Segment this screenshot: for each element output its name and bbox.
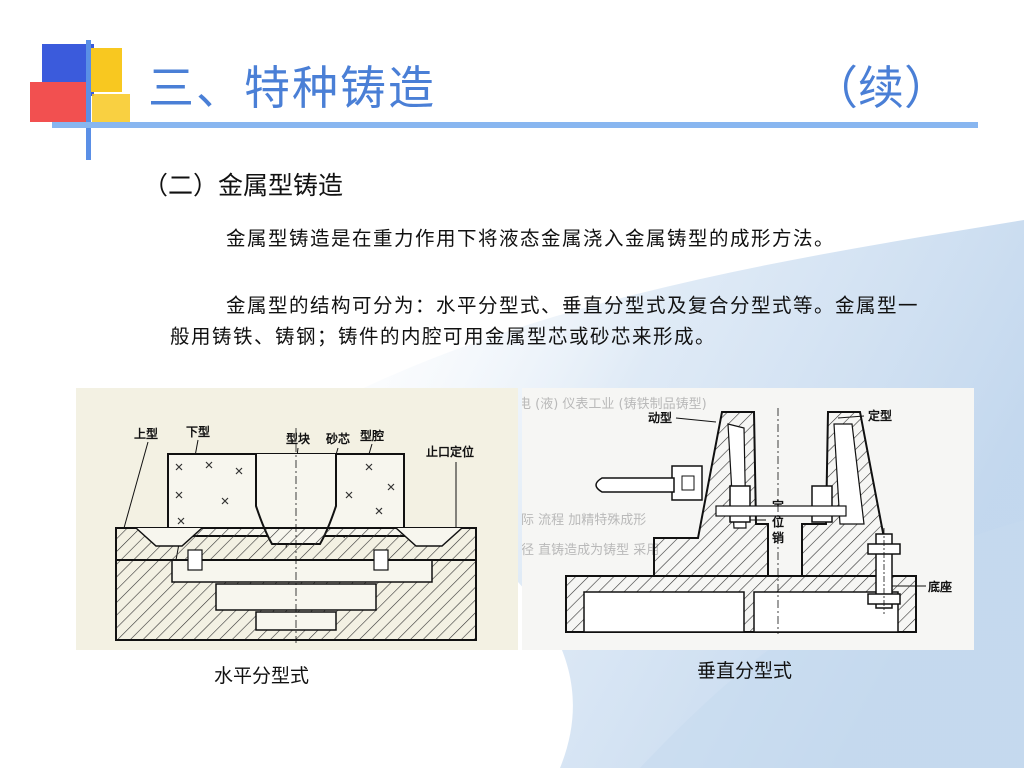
svg-text:合际 流程 加精特殊成形: 合际 流程 加精特殊成形 [522,513,646,528]
figure-vertical-parting: 电 (液) 仪表工业 (铸铁制品铸型) 合际 流程 加精特殊成形 缩径 直铸造成… [522,388,974,650]
title-continued: （续） [812,61,950,115]
label-spigot-locator: 止口定位 [426,444,474,459]
label-mold-cavity: 型腔 [360,428,384,443]
label-moving-mold: 动型 [648,410,672,425]
section-heading: （二）金属型铸造 [143,171,344,200]
svg-text:电 (液) 仪表工业 (铸铁制品铸型): 电 (液) 仪表工业 (铸铁制品铸型) [522,396,707,412]
svg-text:缩径 直铸造成为铸型 采用: 缩径 直铸造成为铸型 采用 [522,542,659,558]
label-base: 底座 [928,579,952,594]
label-sand-core: 砂芯 [325,431,350,446]
paragraph-structure: 金属型的结构可分为：水平分型式、垂直分型式及复合分型式等。金属型一般用铸铁、铸钢… [170,294,920,348]
paragraph-definition: 金属型铸造是在重力作用下将液态金属浇入金属铸型的成形方法。 [226,227,836,250]
corner-decoration [30,40,140,160]
caption-horizontal-parting: 水平分型式 [214,665,310,687]
label-mold-block: 型块 [286,431,311,446]
title-underline [52,122,978,128]
label-lower-mold: 下型 [186,424,210,439]
label-fixed-mold: 定型 [868,408,892,423]
caption-vertical-parting: 垂直分型式 [697,660,793,682]
figure-horizontal-parting: 上型 下型 型块 砂芯 型腔 止口定位 [76,388,518,650]
label-upper-mold: 上型 [134,426,158,441]
page-title: 三、特种铸造 [148,61,436,115]
